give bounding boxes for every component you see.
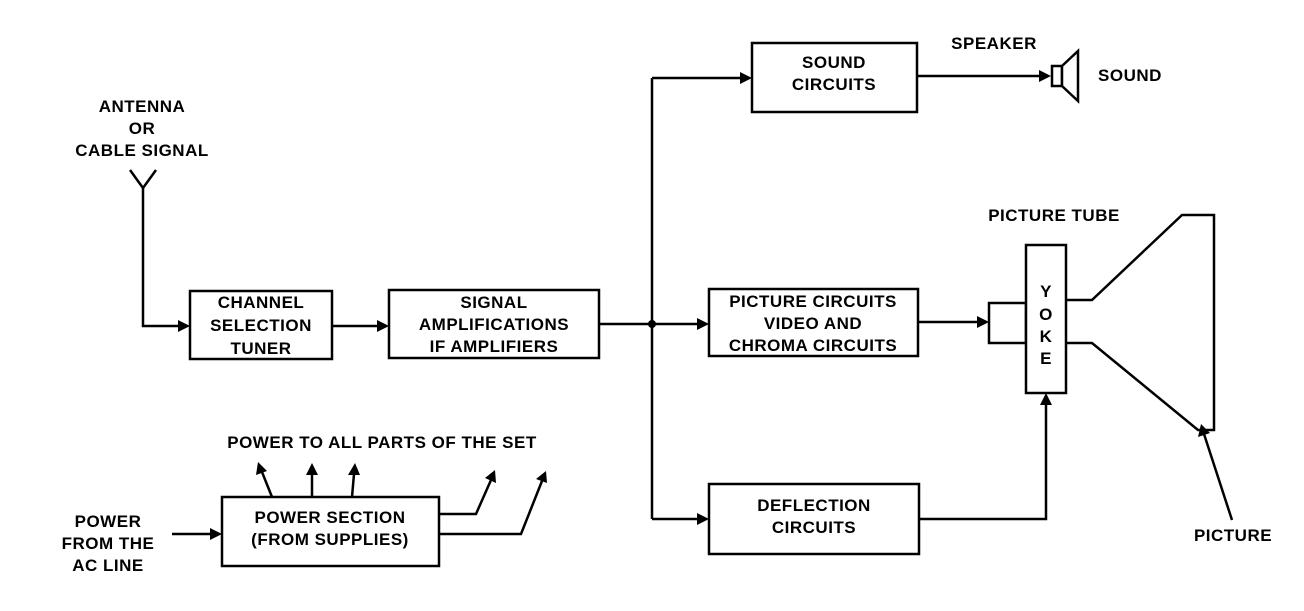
arrow-to-tube xyxy=(977,316,989,328)
antenna-label-line3: CABLE SIGNAL xyxy=(75,141,209,160)
arrow-ac-to-power xyxy=(210,528,222,540)
picture-circuits-line2: VIDEO AND xyxy=(764,314,862,333)
yoke-box xyxy=(1024,243,1068,395)
arrow-to-sound xyxy=(740,72,752,84)
if-label-line1: SIGNAL xyxy=(460,293,527,312)
yoke-letter-o: O xyxy=(1039,305,1053,324)
power-out-1 xyxy=(260,471,274,498)
yoke-letter-k: K xyxy=(1040,327,1053,346)
power-section-box xyxy=(220,495,441,568)
if-amplifier-box xyxy=(387,288,601,360)
power-out-2-arrow xyxy=(306,463,318,475)
picture-circuits-line1: PICTURE CIRCUITS xyxy=(729,292,897,311)
sound-circuits-line2: CIRCUITS xyxy=(792,75,876,94)
picture-tube-label: PICTURE TUBE xyxy=(988,206,1120,225)
power-to-all-label: POWER TO ALL PARTS OF THE SET xyxy=(227,433,537,452)
picture-tube-bell xyxy=(1066,213,1216,432)
power-from-line1: POWER xyxy=(75,512,142,531)
power-section-line2: (FROM SUPPLIES) xyxy=(251,530,409,549)
picture-pointer-line xyxy=(1202,433,1234,521)
picture-circuits-line3: CHROMA CIRCUITS xyxy=(729,336,897,355)
tuner-label-line3: TUNER xyxy=(230,339,291,358)
speaker-icon xyxy=(1050,48,1080,104)
picture-label: PICTURE xyxy=(1194,526,1272,545)
wire-deflection-to-yoke xyxy=(919,404,1048,521)
power-out-5 xyxy=(439,480,544,536)
if-label-line3: IF AMPLIFIERS xyxy=(430,337,559,356)
sound-circuits-line1: SOUND xyxy=(802,53,866,72)
power-out-3 xyxy=(350,473,356,498)
power-out-4-arrow xyxy=(485,470,496,483)
picture-pointer-arrow xyxy=(1198,424,1210,437)
deflection-line1: DEFLECTION xyxy=(757,496,871,515)
yoke-letter-y: Y xyxy=(1040,282,1052,301)
arrow-antenna-to-tuner xyxy=(178,320,190,332)
sound-circuits-box xyxy=(750,41,919,114)
speaker-label: SPEAKER xyxy=(951,34,1037,53)
tuner-label-line1: CHANNEL xyxy=(218,293,305,312)
power-out-4 xyxy=(439,479,493,516)
sound-output-label: SOUND xyxy=(1098,66,1162,85)
yoke-letter-e: E xyxy=(1040,349,1052,368)
antenna-label-line1: ANTENNA xyxy=(99,97,186,116)
wire-antenna-to-tuner xyxy=(141,188,180,328)
power-from-line2: FROM THE xyxy=(62,534,155,553)
deflection-line2: CIRCUITS xyxy=(772,518,856,537)
deflection-circuits-box xyxy=(707,482,921,556)
antenna-label-line2: OR xyxy=(129,119,156,138)
power-section-line1: POWER SECTION xyxy=(254,508,405,527)
power-from-line3: AC LINE xyxy=(72,556,144,575)
arrow-to-yoke xyxy=(1040,393,1052,405)
power-out-5-arrow xyxy=(536,471,547,483)
if-label-line2: AMPLIFICATIONS xyxy=(419,315,569,334)
arrow-to-deflection xyxy=(697,513,709,525)
power-out-3-arrow xyxy=(348,463,360,475)
tuner-label-line2: SELECTION xyxy=(210,316,312,335)
arrow-to-picture xyxy=(697,318,709,330)
arrow-tuner-to-if xyxy=(377,320,389,332)
tube-neck xyxy=(987,301,1028,345)
tuner-box xyxy=(188,289,334,361)
arrow-to-speaker xyxy=(1039,70,1051,82)
picture-circuits-box xyxy=(707,287,920,358)
power-out-1-arrow xyxy=(256,462,267,475)
antenna-icon xyxy=(128,169,158,191)
